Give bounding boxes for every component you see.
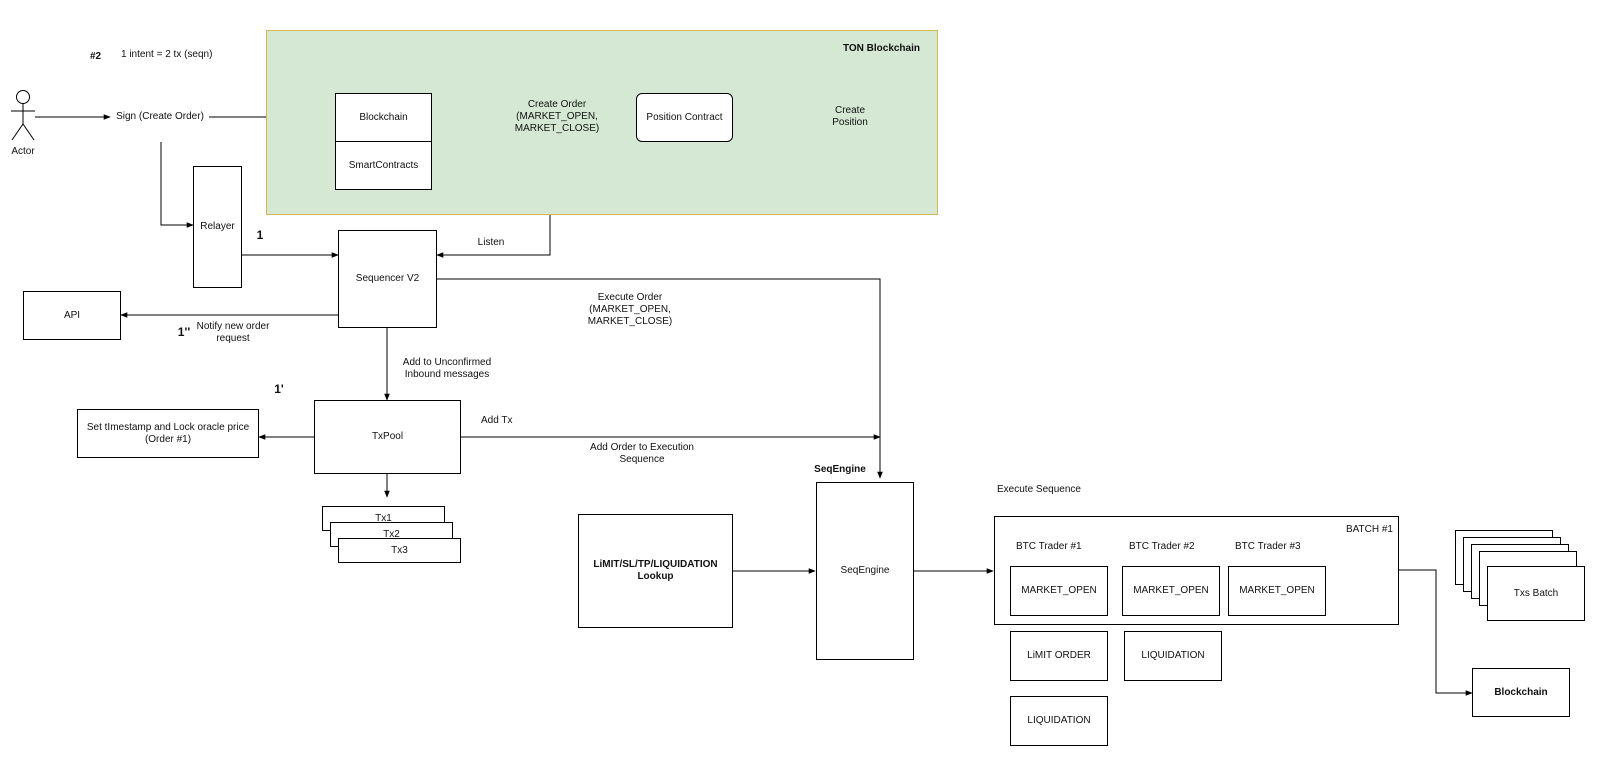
api-node[interactable]: API — [23, 291, 121, 340]
tx3-card[interactable]: Tx3 — [338, 538, 461, 563]
txs-batch-node[interactable]: Txs Batch — [1487, 566, 1585, 621]
sign-create-order-label: Sign (Create Order) — [116, 111, 204, 122]
relayer-node[interactable]: Relayer — [193, 166, 242, 288]
stick-figure-icon — [11, 90, 35, 141]
listen-label: Listen — [477, 237, 505, 248]
execute-sequence-label: Execute Sequence — [997, 484, 1081, 495]
add-tx-label: Add Tx — [481, 415, 513, 426]
arrow-sign-to-relayer — [160, 142, 194, 228]
txpool-node[interactable]: TxPool — [314, 400, 461, 474]
position-contract-node[interactable]: Position Contract — [636, 93, 733, 142]
actor-label: Actor — [11, 146, 35, 157]
trader-2-label: BTC Trader #2 — [1129, 541, 1195, 552]
intent-note: 1 intent = 2 tx (seqn) — [121, 49, 213, 60]
blockchain-output-node[interactable]: Blockchain — [1472, 668, 1570, 717]
execute-order-label: Execute Order (MARKET_OPEN, MARKET_CLOSE… — [587, 292, 673, 327]
set-timestamp-node[interactable]: Set tImestamp and Lock oracle price (Ord… — [77, 409, 259, 458]
add-unconfirmed-label: Add to Unconfirmed Inbound messages — [402, 357, 492, 380]
create-position-label: Create Position — [832, 105, 868, 128]
trader-3-order-node[interactable]: MARKET_OPEN — [1228, 566, 1326, 616]
batch-title: BATCH #1 — [1345, 524, 1393, 535]
liquidation-node-bottom[interactable]: LIQUIDATION — [1010, 696, 1108, 746]
diagram-tag: #2 — [90, 51, 102, 62]
ton-blockchain-title: TON Blockchain — [842, 43, 920, 54]
notify-new-order-label: Notify new order request — [196, 321, 270, 344]
add-order-execution-sequence-label: Add Order to Execution Sequence — [590, 442, 694, 465]
trader-1-label: BTC Trader #1 — [1016, 541, 1082, 552]
liquidation-node-right[interactable]: LIQUIDATION — [1124, 631, 1222, 681]
sequencer-v2-node[interactable]: Sequencer V2 — [338, 230, 437, 328]
step-1-label: 1 — [256, 228, 264, 242]
trader-1-order-node[interactable]: MARKET_OPEN — [1010, 566, 1108, 616]
seqengine-title-label: SeqEngine — [814, 464, 866, 475]
step-1-prime-label: 1' — [274, 382, 284, 396]
blockchain-node[interactable]: Blockchain — [335, 93, 432, 142]
trader-2-order-node[interactable]: MARKET_OPEN — [1122, 566, 1220, 616]
smartcontracts-node[interactable]: SmartContracts — [335, 141, 432, 190]
create-order-label: Create Order (MARKET_OPEN, MARKET_CLOSE) — [514, 99, 600, 134]
limit-order-node[interactable]: LiMIT ORDER — [1010, 631, 1108, 681]
seqengine-node[interactable]: SeqEngine — [816, 482, 914, 660]
lookup-node[interactable]: LiMIT/SL/TP/LIQUIDATION Lookup — [578, 514, 733, 628]
arrow-execute-order — [437, 278, 883, 479]
trader-3-label: BTC Trader #3 — [1235, 541, 1301, 552]
arrow-batch-to-blockchain — [1399, 569, 1473, 696]
step-1-double-prime-label: 1'' — [177, 325, 191, 339]
